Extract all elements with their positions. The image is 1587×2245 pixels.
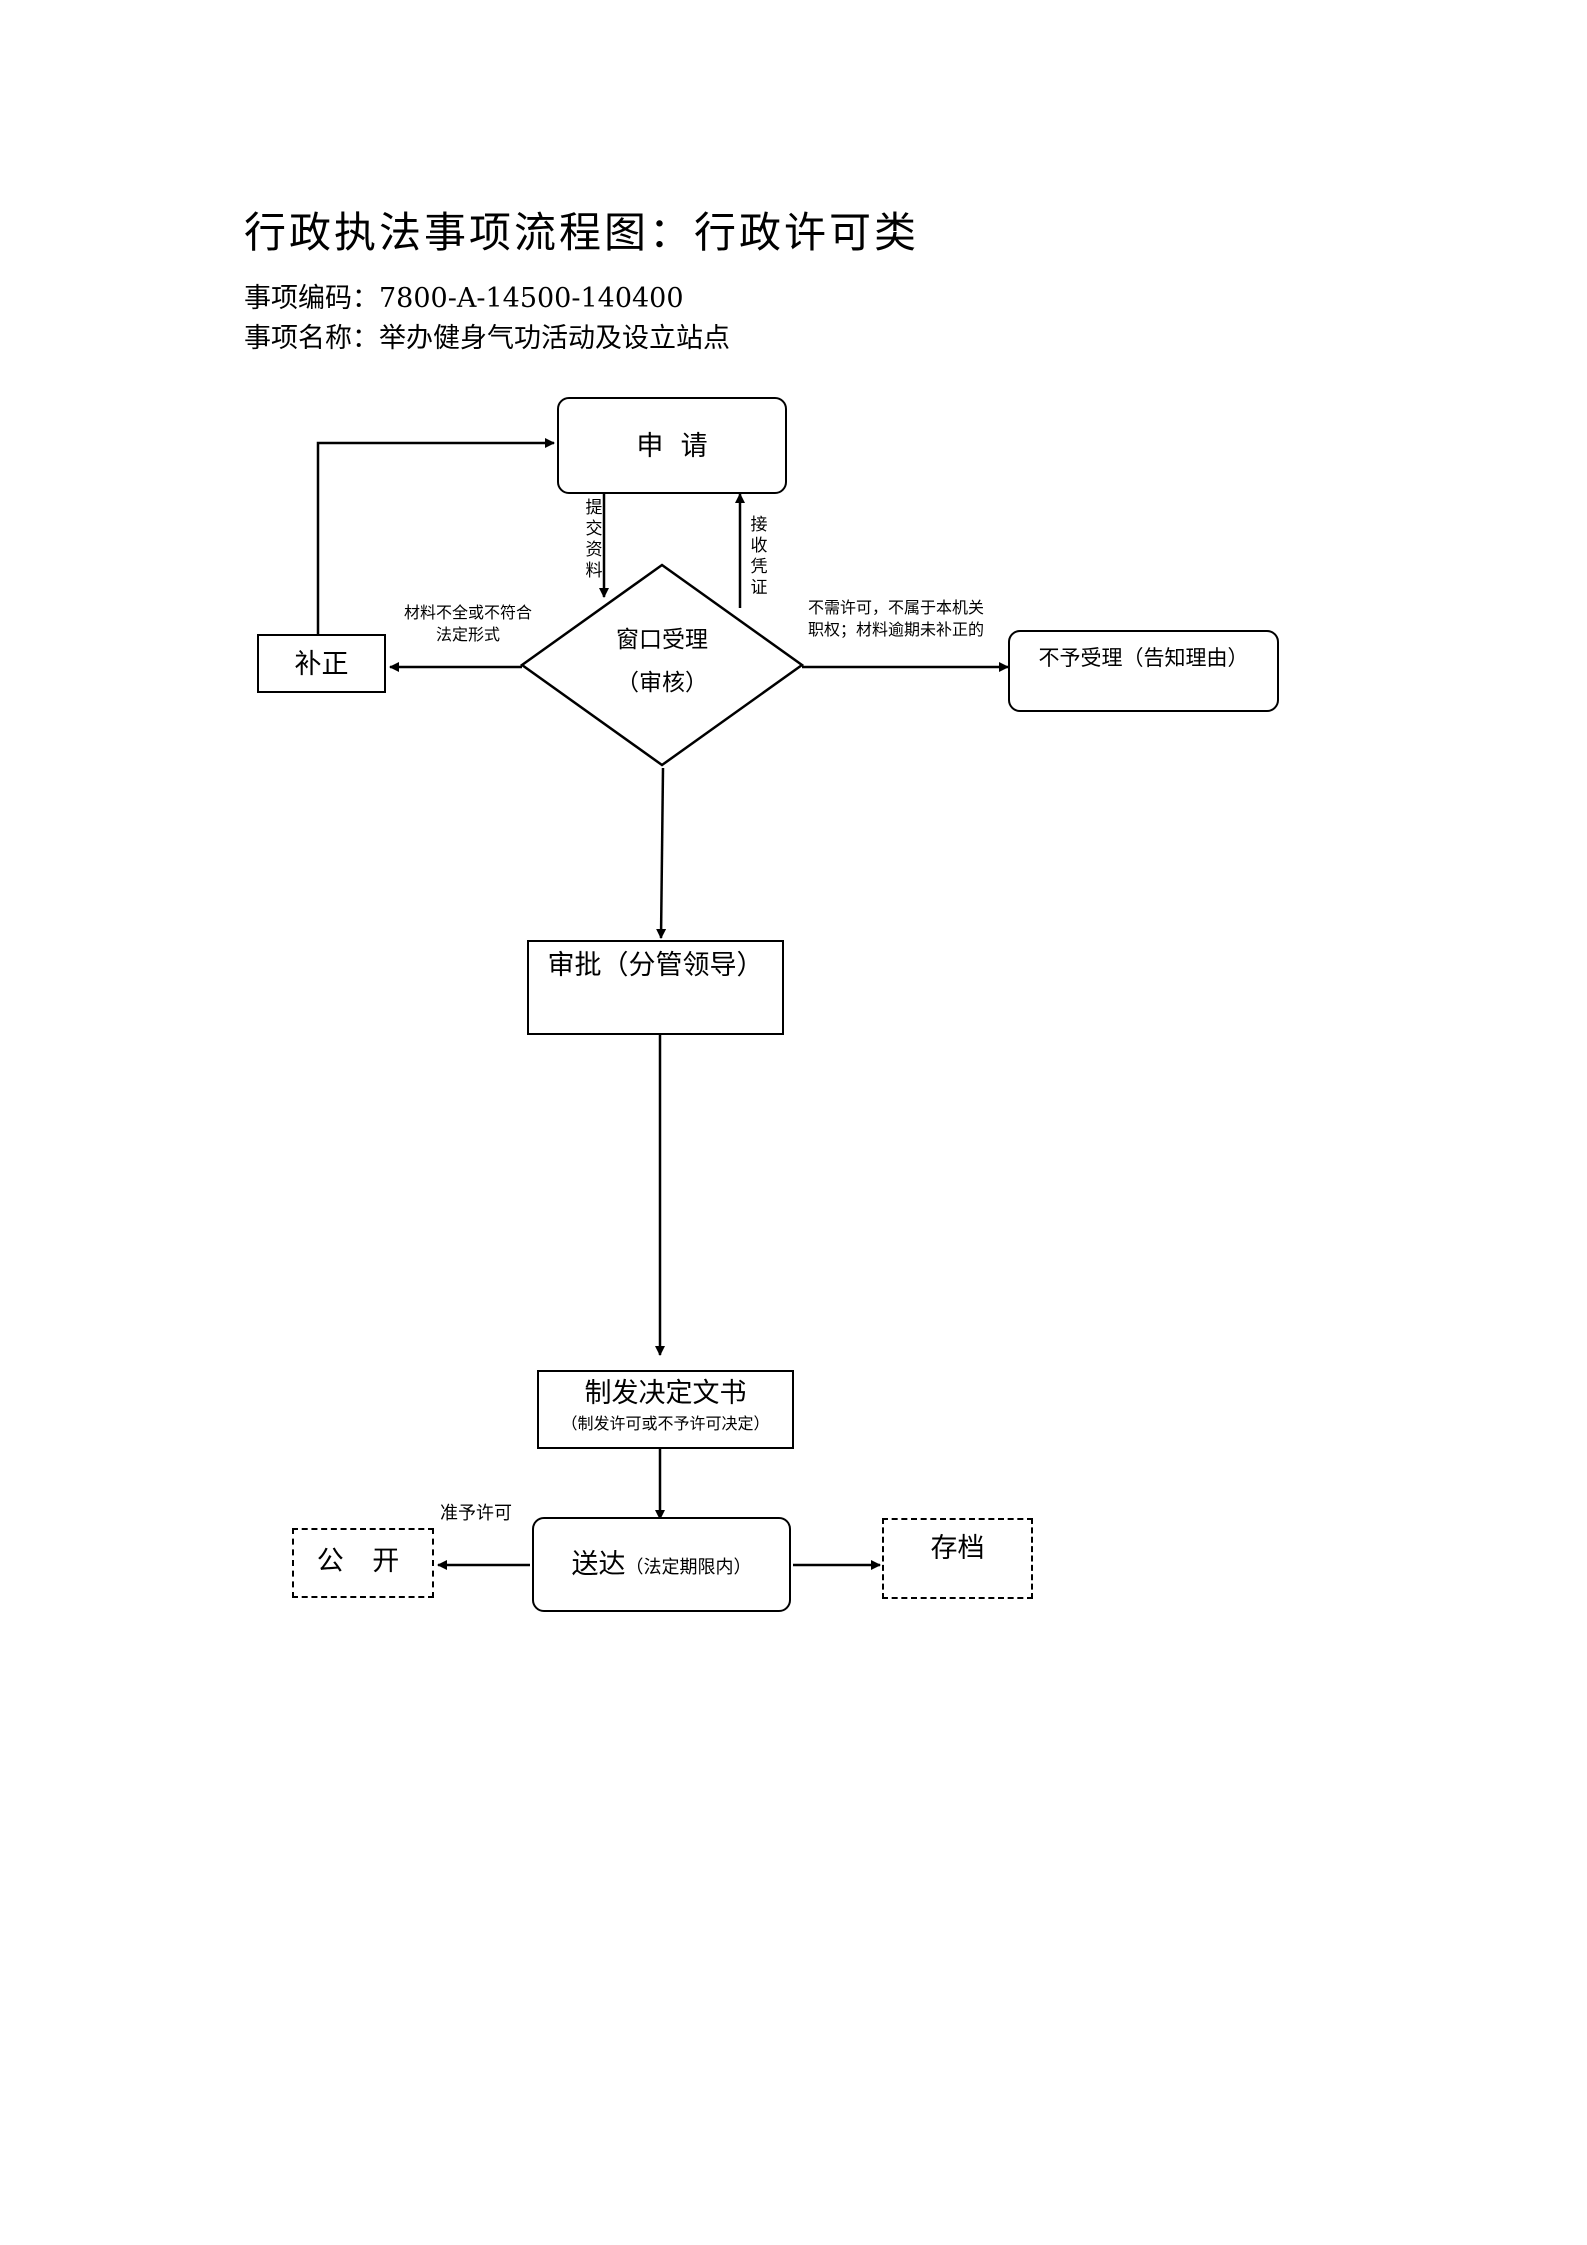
archive-label: 存档 bbox=[930, 1533, 985, 1564]
reject-node: 不予受理（告知理由） bbox=[1008, 630, 1279, 712]
approve-label: 审批（分管领导） bbox=[547, 950, 764, 981]
window-diamond-shape bbox=[519, 563, 805, 767]
apply-node: 申 请 bbox=[557, 397, 787, 494]
window-label-line2: （审核） bbox=[616, 670, 708, 696]
window-label-line1: 窗口受理 bbox=[616, 627, 708, 653]
public-label: 公 开 bbox=[316, 1546, 410, 1577]
edge-label-grant: 准予许可 bbox=[440, 1503, 512, 1524]
deliver-node: 送达（法定期限内） bbox=[532, 1517, 791, 1612]
reject-label: 不予受理（告知理由） bbox=[1038, 646, 1249, 670]
edge-label-incomplete-line1: 材料不全或不符合 bbox=[403, 603, 532, 622]
apply-label: 申 请 bbox=[636, 431, 708, 462]
decision-node: 制发决定文书 （制发许可或不予许可决定） bbox=[537, 1370, 794, 1449]
decision-label-line1: 制发决定文书 bbox=[584, 1378, 747, 1409]
page-title: 行政执法事项流程图：行政许可类 bbox=[244, 208, 920, 257]
edge-label-receipt: 接收凭证 bbox=[750, 515, 768, 598]
edge-label-reject-line2: 职权；材料逾期未补正的 bbox=[808, 620, 985, 639]
deliver-label: 送达（法定期限内） bbox=[534, 1551, 789, 1578]
public-node: 公 开 bbox=[292, 1528, 434, 1598]
arrow-correct-loop bbox=[316, 438, 555, 634]
arrow-to-approve bbox=[656, 767, 667, 939]
deliver-label-sub: （法定期限内） bbox=[625, 1557, 752, 1578]
correct-node: 补正 bbox=[257, 634, 386, 693]
archive-node: 存档 bbox=[882, 1518, 1033, 1599]
item-name: 事项名称：举办健身气功活动及设立站点 bbox=[244, 323, 730, 354]
decision-label-line2: （制发许可或不予许可决定） bbox=[561, 1414, 770, 1433]
edge-label-submit: 提交资料 bbox=[585, 498, 603, 581]
deliver-label-main: 送达 bbox=[571, 1549, 626, 1580]
correct-label: 补正 bbox=[294, 649, 349, 680]
edge-label-incomplete-line2: 法定形式 bbox=[435, 625, 500, 644]
edge-label-reject-line1: 不需许可，不属于本机关 bbox=[808, 598, 985, 617]
item-code: 事项编码：7800-A-14500-140400 bbox=[244, 283, 684, 314]
approve-node: 审批（分管领导） bbox=[527, 940, 784, 1035]
